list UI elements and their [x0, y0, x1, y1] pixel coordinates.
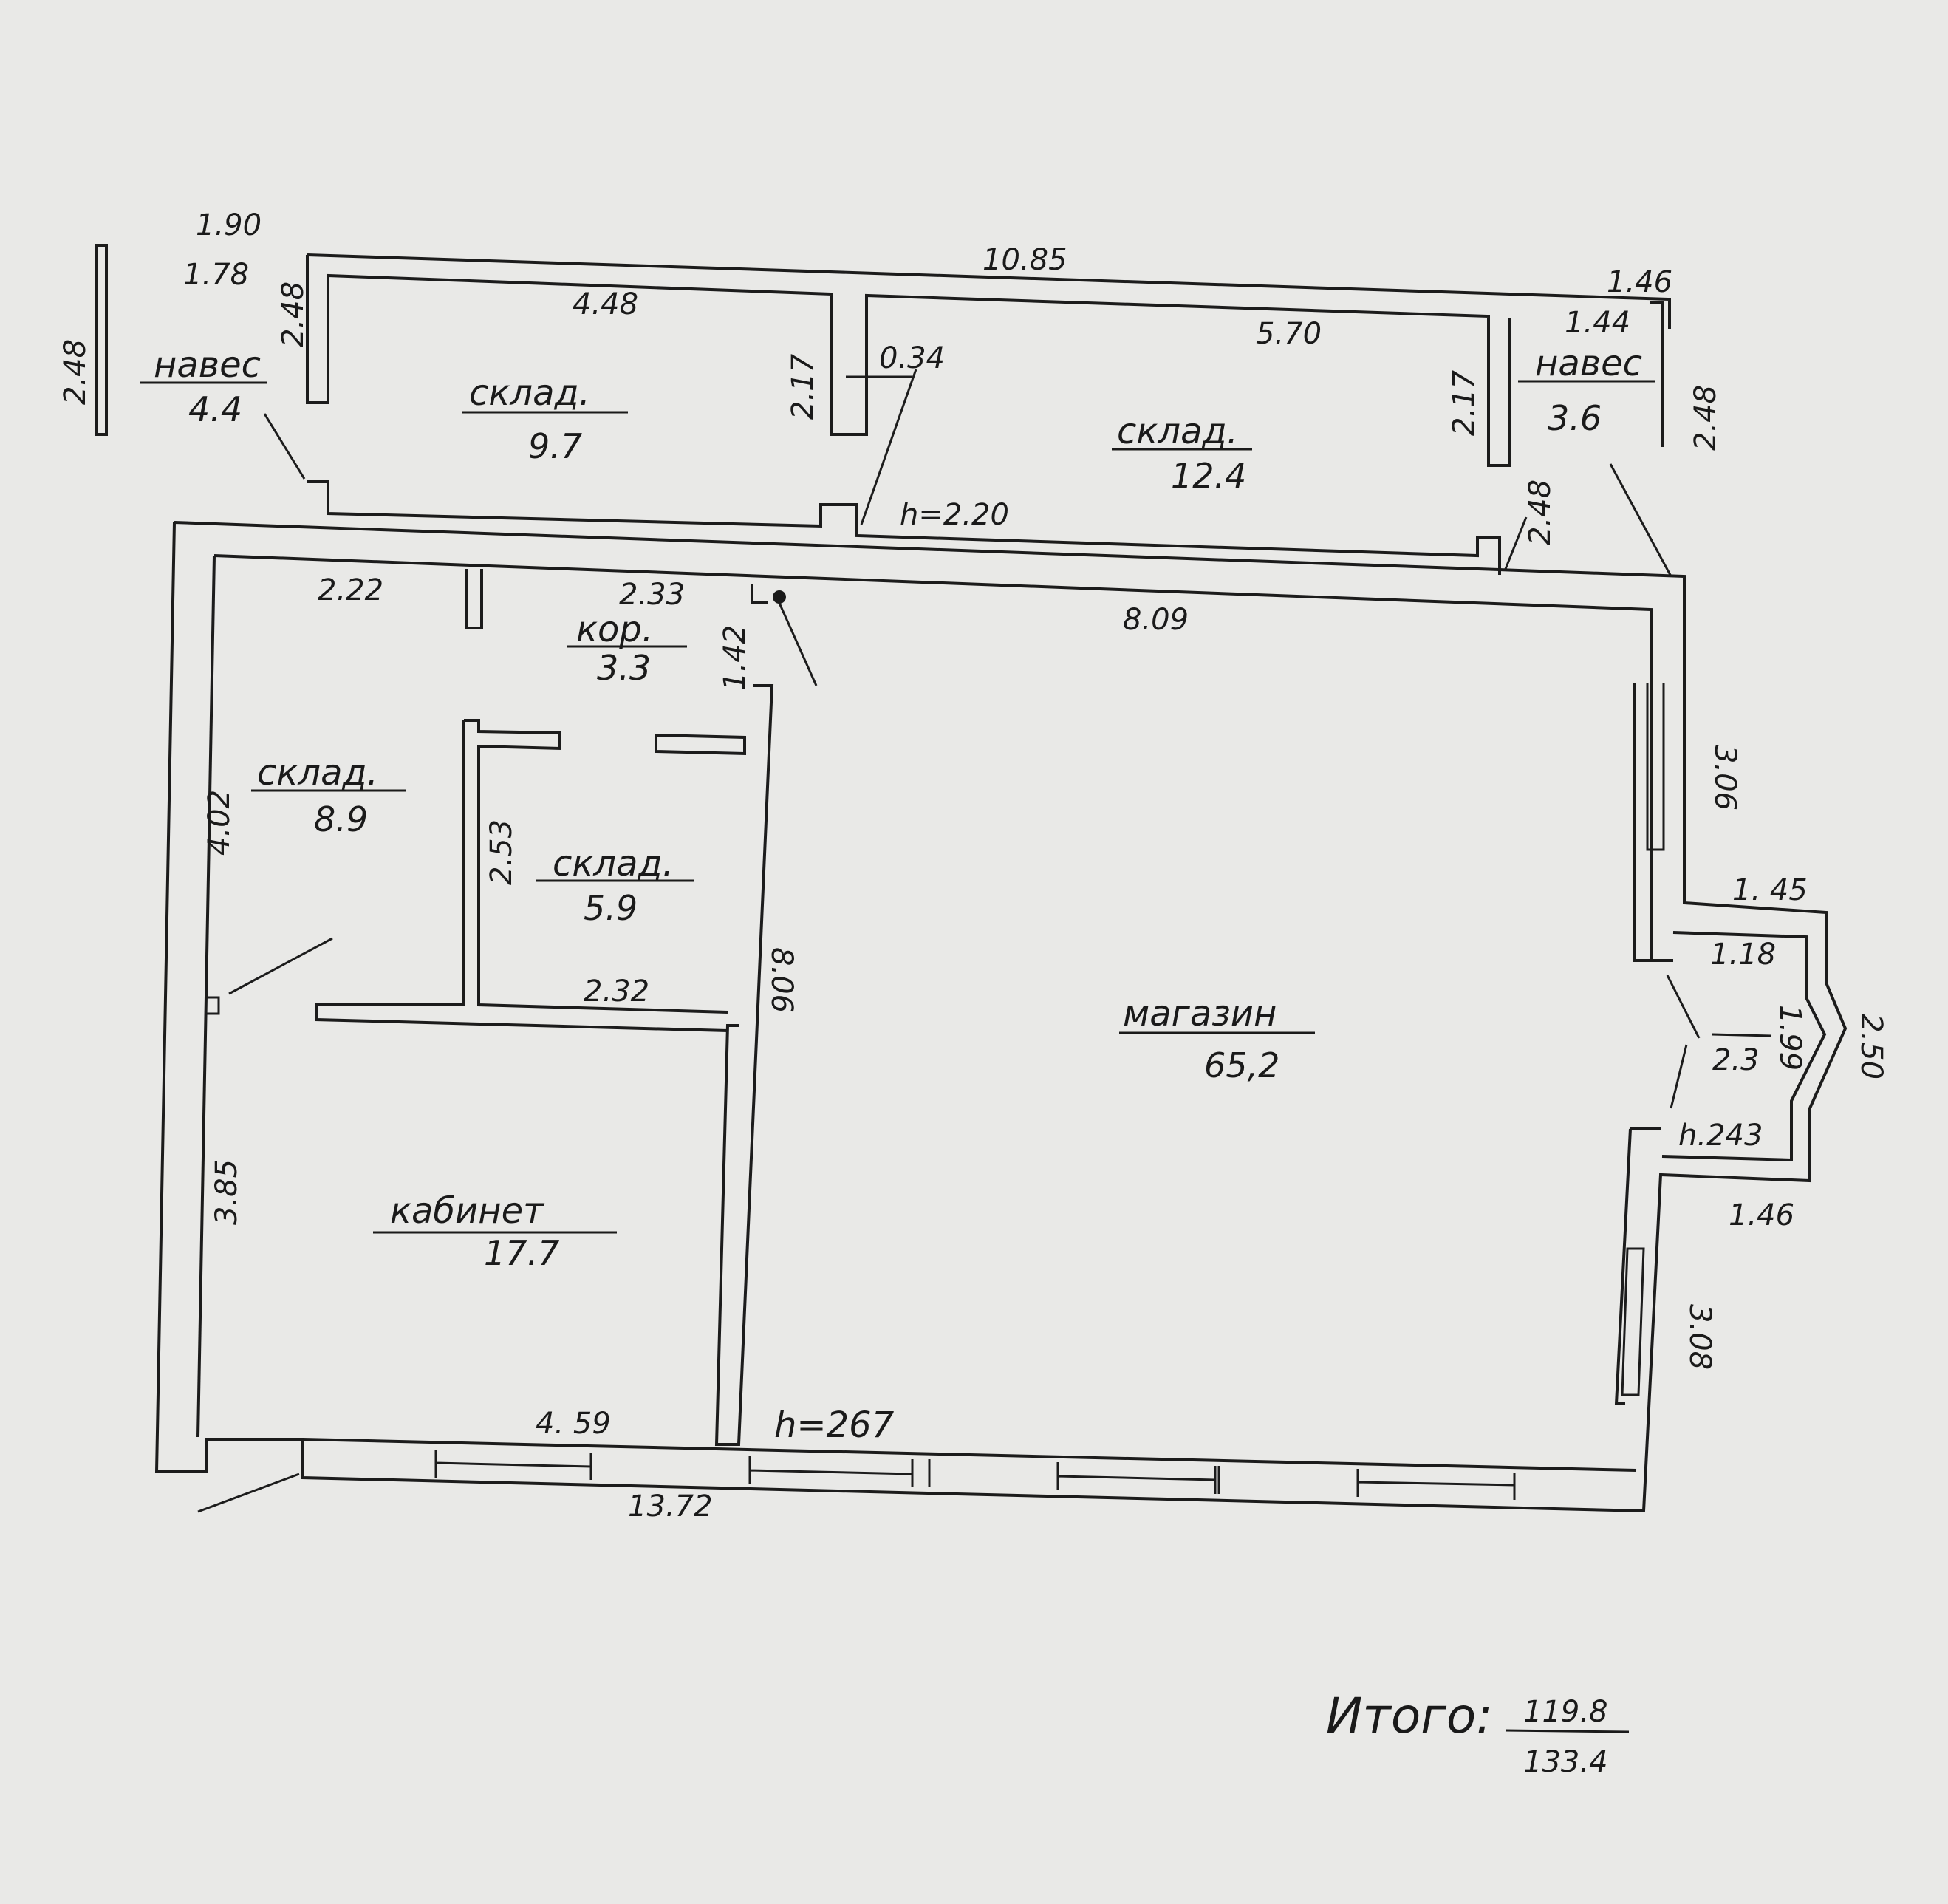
height-label: h=2.20	[900, 498, 1009, 532]
dim-label: 1.46	[1607, 265, 1672, 299]
right-canopy-wall	[1650, 301, 1664, 447]
height-label: h.243	[1678, 1119, 1763, 1153]
room-labels: навес 4.4 склад. 9.7 склад. 12.4 навес 3…	[140, 343, 1655, 1273]
dim-label: 4.48	[573, 287, 638, 321]
room-label-storage-4: склад.	[553, 843, 674, 884]
room-label-canopy-right: навес	[1535, 343, 1642, 384]
shop-partition-wall	[714, 684, 774, 1446]
room-label-corridor: кор.	[576, 609, 653, 650]
dim-label: 2.17	[1447, 369, 1481, 436]
dim-label: 3.06	[1708, 745, 1742, 811]
main-left-inner-wall	[196, 555, 216, 1438]
dim-label: 10.85	[982, 243, 1067, 277]
storage-partition-left	[315, 720, 728, 1032]
ceiling-heights: h=2.20 h.243 h=267	[774, 498, 1763, 1446]
left-wall-jamb	[207, 996, 220, 1015]
corridor-stub-right	[751, 584, 768, 604]
dim-label: 1. 45	[1732, 873, 1808, 907]
dimensions: 1.90 1.78 2.48 2.48 10.85 4.48 2.17 0.34…	[58, 208, 1888, 1523]
room-area-storage-1: 9.7	[528, 426, 582, 466]
dim-label: 1.90	[196, 208, 262, 242]
total-numerator: 119.8	[1523, 1695, 1608, 1729]
door-swings	[197, 369, 1701, 1513]
room-area-storage-2: 12.4	[1171, 456, 1246, 496]
dim-label: 1.44	[1565, 306, 1630, 340]
main-inner-wall	[213, 554, 1653, 960]
total-label: Итого:	[1326, 1688, 1493, 1744]
bottom-wall-inner	[302, 1438, 1637, 1472]
dim-label: 4.02	[202, 790, 236, 856]
dim-label: 2.53	[485, 819, 519, 885]
room-area-office: 17.7	[484, 1233, 559, 1273]
dim-label: 2.50	[1854, 1014, 1888, 1079]
room-label-storage-2: склад.	[1117, 411, 1238, 452]
room-area-shop: 65,2	[1204, 1045, 1279, 1085]
corridor-stub	[465, 569, 483, 629]
room-label-shop: магазин	[1123, 993, 1277, 1034]
storage-outer-wall-top	[307, 253, 1671, 329]
room-area-corridor: 3.3	[597, 648, 651, 688]
dim-label: 1.78	[183, 258, 249, 292]
dim-label: 2.48	[276, 281, 310, 347]
room-label-storage-3: склад.	[257, 752, 378, 794]
left-canopy-wall	[95, 244, 108, 436]
dim-label: 1.46	[1729, 1198, 1794, 1232]
main-outer-wall	[154, 521, 1848, 1513]
dim-label: 2.22	[318, 573, 383, 607]
room-label-storage-1: склад.	[469, 372, 590, 414]
dim-label: 2.48	[1523, 480, 1557, 545]
right-window-upper	[1646, 683, 1665, 851]
total-denominator: 133.4	[1523, 1745, 1608, 1779]
column-mark	[773, 590, 786, 604]
dim-label: 2.48	[58, 339, 92, 405]
room-area-canopy-right: 3.6	[1548, 398, 1602, 438]
dim-label: 4. 59	[536, 1407, 611, 1441]
dim-label: 1.42	[718, 625, 752, 691]
dim-label: 2.3	[1712, 1043, 1760, 1077]
right-wall-window-upper	[1633, 683, 1673, 962]
bay-window-inner	[1661, 931, 1827, 1162]
storage-partition-top	[464, 719, 728, 1014]
height-label: h=267	[774, 1405, 895, 1446]
dim-label: 2.48	[1689, 385, 1723, 451]
bottom-windows	[434, 1450, 1516, 1500]
dim-label: 1.18	[1710, 938, 1776, 972]
storage-inner-wall-top	[306, 255, 1511, 467]
right-wall-lower	[1614, 1127, 1661, 1405]
dim-label: 13.72	[628, 1490, 713, 1523]
dim-label: 3.08	[1683, 1304, 1717, 1370]
dim-label: 0.34	[879, 341, 945, 375]
dim-label: 3.85	[210, 1159, 244, 1225]
walls	[95, 244, 1848, 1513]
dim-label: 5.70	[1256, 317, 1322, 351]
dim-label: 2.32	[584, 975, 649, 1009]
room-label-canopy-left: навес	[154, 344, 261, 386]
dim-label: 1.99	[1773, 1005, 1807, 1071]
room-area-storage-3: 8.9	[314, 799, 368, 839]
room-label-office: кабинет	[390, 1190, 545, 1232]
room-area-canopy-left: 4.4	[188, 389, 242, 429]
storage-bottom-wall	[307, 480, 1501, 575]
area-total: Итого: 119.8 133.4	[1326, 1688, 1630, 1779]
room-area-storage-4: 5.9	[584, 888, 638, 928]
dim-label: 2.17	[786, 353, 820, 420]
dim-label: 8.09	[1123, 603, 1189, 637]
dim-label: 2.33	[619, 578, 685, 612]
storage-partition-top-right	[655, 733, 746, 756]
right-window-lower	[1621, 1247, 1645, 1396]
dim-label: 8.06	[765, 947, 799, 1013]
